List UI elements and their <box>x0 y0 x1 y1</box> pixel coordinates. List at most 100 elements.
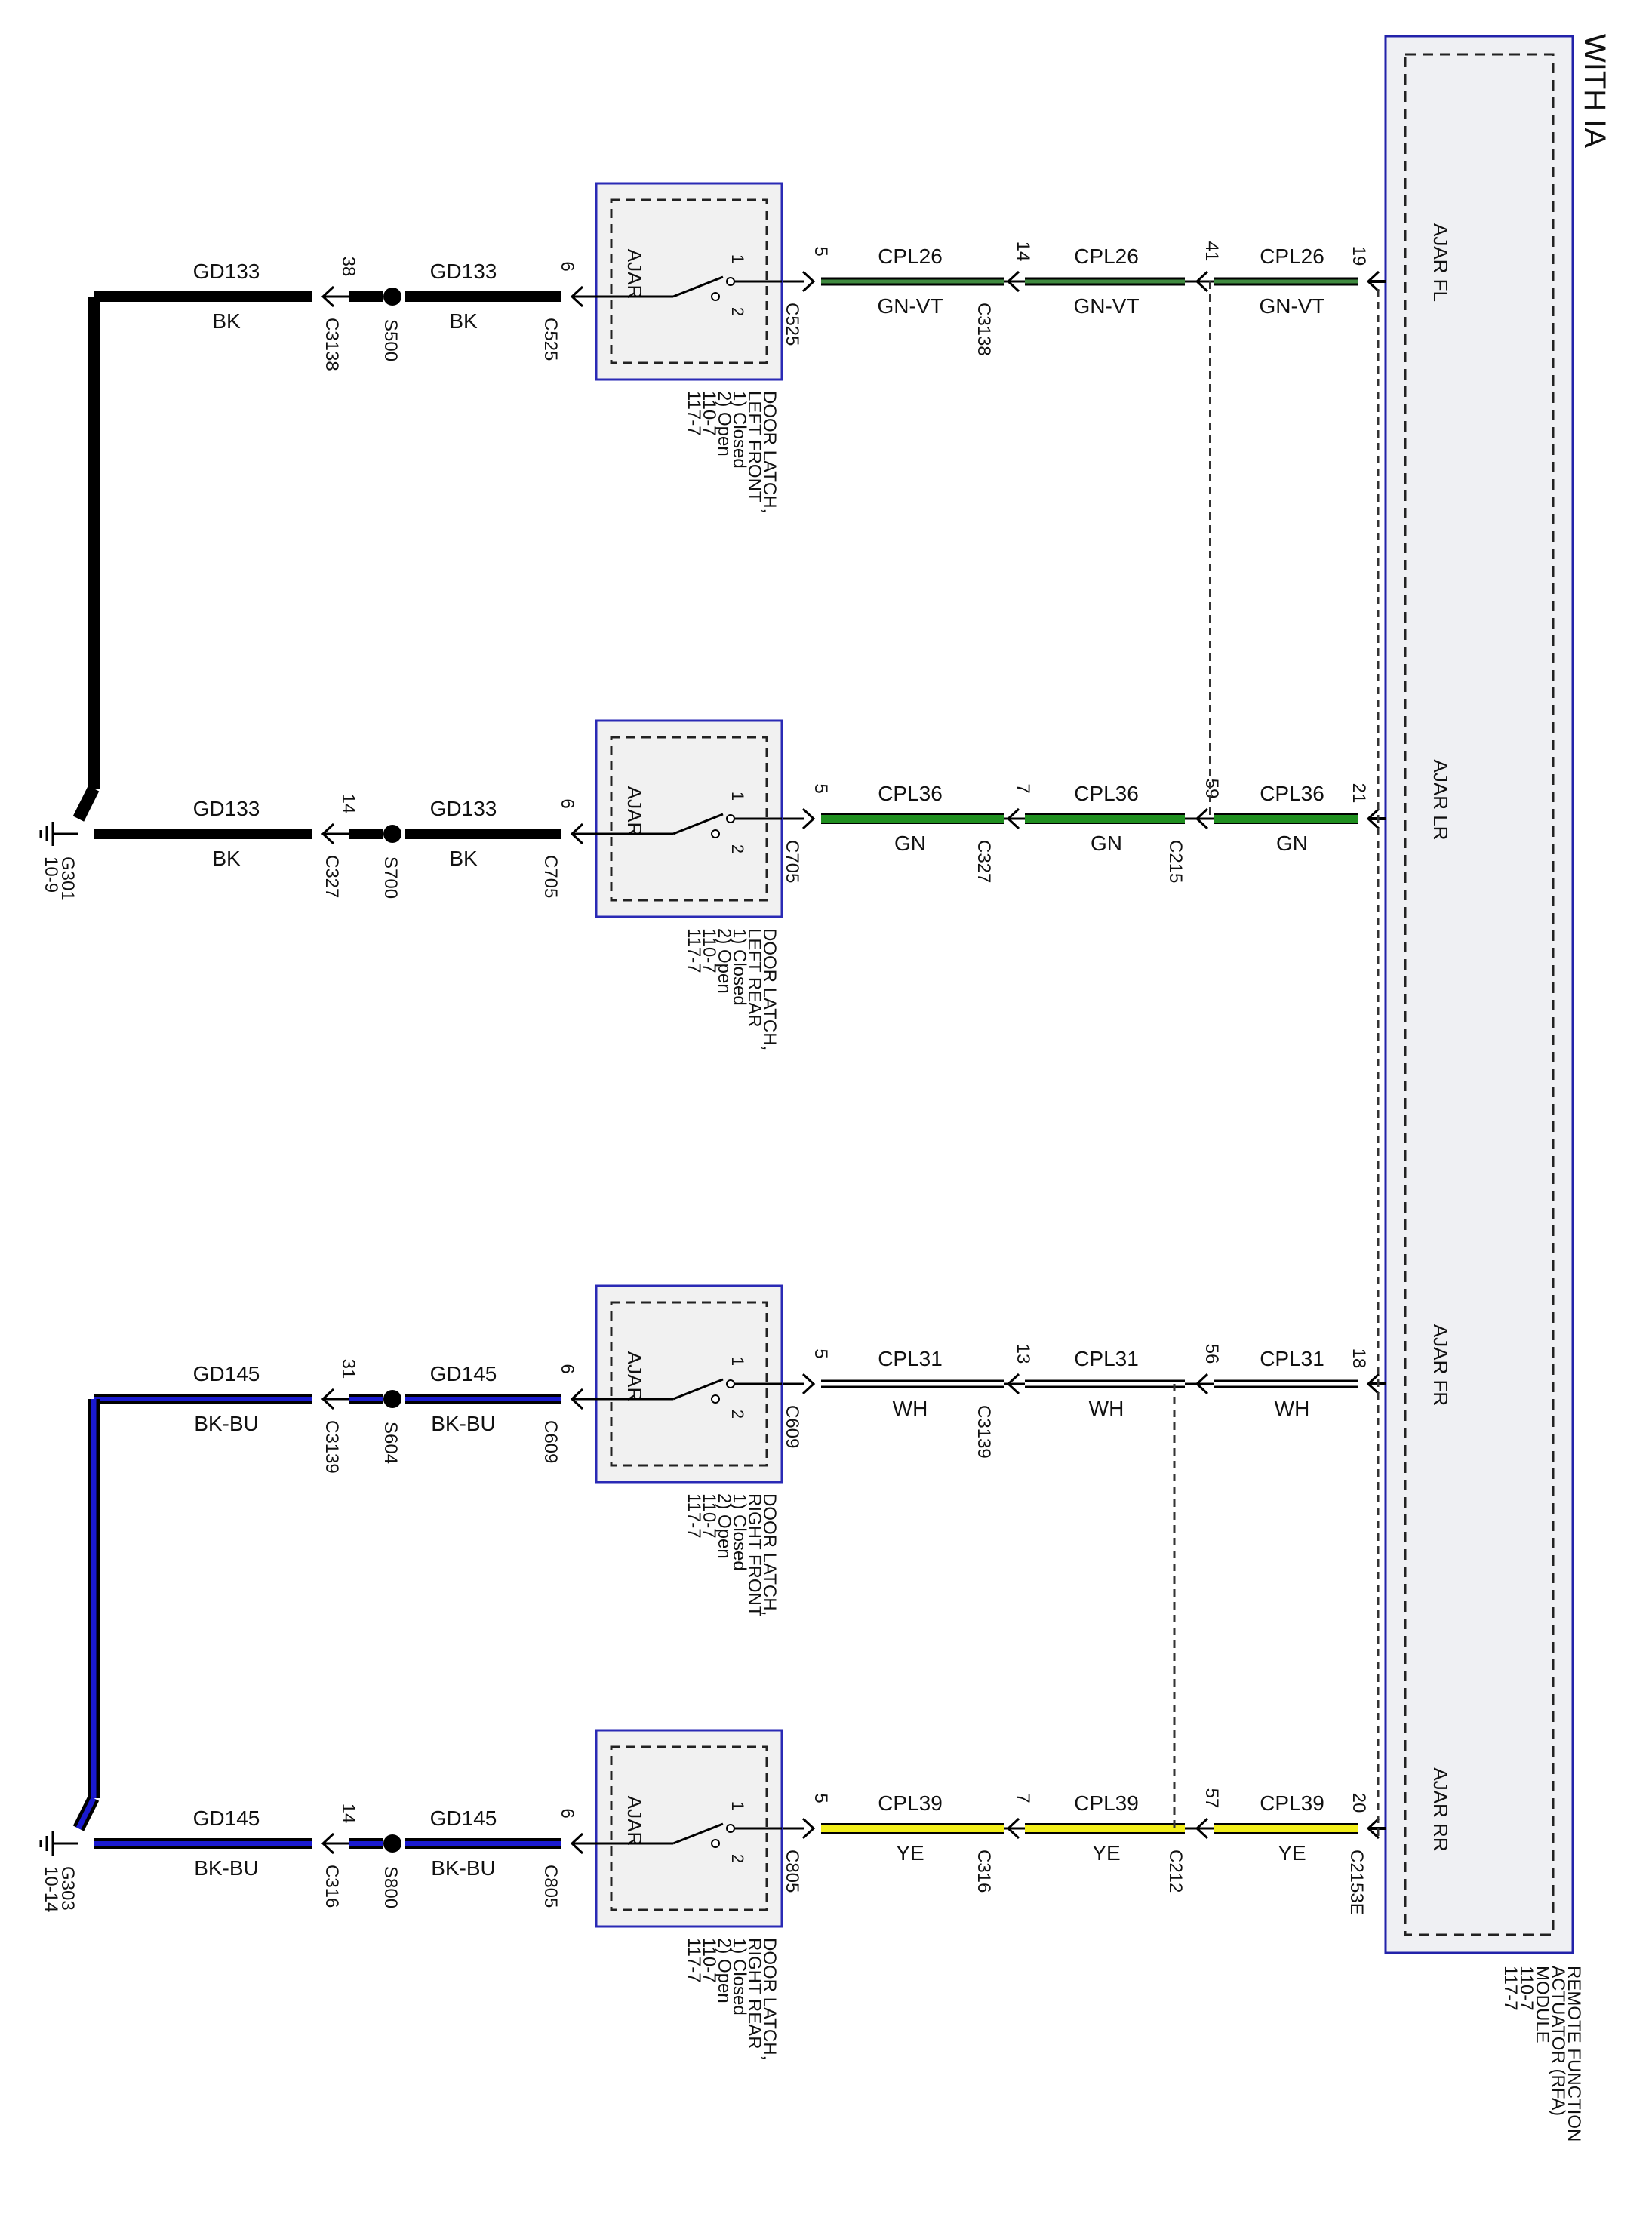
splice-rr <box>383 1834 401 1853</box>
ground-conn-name-lr: C327 <box>321 855 342 898</box>
door-latch-caption-rf: 110-7 <box>699 1493 719 1539</box>
ground-color-far-lr: BK <box>212 847 241 870</box>
wire-color-label-rr: YE <box>1092 1841 1120 1865</box>
door-latch-caption-rr: DOOR LATCH, <box>759 1938 780 2060</box>
connector-mid-pin-rf: 13 <box>1013 1344 1033 1364</box>
door-latch-caption-lf: 1) Closed <box>729 391 749 469</box>
ground-color-near-lr: BK <box>449 847 478 870</box>
switch-contact-1-lf <box>726 277 735 286</box>
latch-in-conn-rf: C609 <box>782 1405 802 1448</box>
ground-circuit-near-lr: GD133 <box>430 797 497 820</box>
ground-circuit-near-rf: GD145 <box>430 1362 497 1385</box>
switch-contact-2-rf <box>711 1394 720 1404</box>
switch-arm-rr <box>672 1822 724 1845</box>
wire-color-label-rf: WH <box>1275 1397 1310 1420</box>
ground-bus-left-bend <box>72 786 100 822</box>
latch-in-pin-lr: 5 <box>811 783 831 793</box>
latch-in-pin-lf: 5 <box>811 246 831 256</box>
door-latch-inner-outline-lf <box>610 198 768 364</box>
ground-conn-pin-lf: 38 <box>338 257 358 277</box>
module-pin-number-lf: 19 <box>1349 246 1369 266</box>
module-pin-label-rr: AJAR RR <box>1429 1767 1452 1851</box>
ground-circuit-near-rr: GD145 <box>430 1807 497 1830</box>
rfa-module-inner-outline <box>1404 53 1555 1936</box>
circuit-label-lf: CPL26 <box>1260 244 1324 268</box>
switch-pos-1-lf: 1 <box>728 254 747 263</box>
ground-circuit-far-lf: GD133 <box>193 260 260 283</box>
ground-g301-ref: 10-9 <box>41 856 61 893</box>
door-latch-caption-lf: DOOR LATCH, <box>759 391 780 513</box>
connector-near-name-lr: C215 <box>1165 840 1186 883</box>
splice-rf <box>383 1390 401 1408</box>
ground-color-near-rf: BK-BU <box>431 1412 496 1435</box>
door-latch-caption-lr: 2) Open <box>714 928 734 994</box>
module-pin-number-lr: 21 <box>1349 783 1369 804</box>
door-latch-caption-lf: LEFT FRONT <box>744 391 764 503</box>
circuit-label-lr: CPL36 <box>878 782 943 805</box>
door-latch-caption-rr: 117-7 <box>684 1938 704 1983</box>
circuit-label-rf: CPL31 <box>1260 1347 1324 1370</box>
connector-near-pin-rr: 57 <box>1201 1788 1222 1809</box>
module-pin-label-lr: AJAR LR <box>1429 760 1452 841</box>
page-title: WITH IA <box>1578 34 1611 148</box>
door-latch-ajar-label-lr: AJAR <box>623 786 646 836</box>
module-name-line: REMOTE FUNCTION <box>1564 1966 1584 2142</box>
module-pin-number-rr: 20 <box>1349 1793 1369 1813</box>
wire-color-label-rf: WH <box>1089 1397 1124 1420</box>
ground-color-far-rf: BK-BU <box>194 1412 259 1435</box>
module-name-line: MODULE <box>1532 1966 1552 2043</box>
module-pin-label-rf: AJAR FR <box>1429 1324 1452 1406</box>
switch-contact-2-rr <box>711 1839 720 1848</box>
circuit-label-lr: CPL36 <box>1260 782 1324 805</box>
latch-in-pin-rf: 5 <box>811 1348 831 1358</box>
door-latch-caption-rr: 2) Open <box>714 1938 734 2003</box>
ground-circuit-far-rr: GD145 <box>193 1807 260 1830</box>
ground-color-near-rr: BK-BU <box>431 1856 496 1880</box>
switch-contact-1-rf <box>726 1379 735 1388</box>
door-latch-inner-outline-lr <box>610 736 768 902</box>
connector-mid-pin-lr: 7 <box>1013 783 1033 793</box>
rfa-module-box <box>1384 35 1574 1954</box>
latch-out-pin-rf: 6 <box>557 1364 577 1373</box>
connector-latch-in-lf <box>801 270 816 293</box>
switch-pos-1-rf: 1 <box>728 1357 747 1366</box>
wire-color-label-lf: GN-VT <box>1259 294 1324 318</box>
door-latch-caption-rr: RIGHT REAR <box>744 1938 764 2049</box>
circuit-label-rr: CPL39 <box>878 1791 943 1815</box>
module-name-line: 110-7 <box>1516 1966 1537 2011</box>
module-name-line: 117-7 <box>1500 1966 1521 2011</box>
wire-color-label-lf: GN-VT <box>877 294 943 318</box>
door-latch-caption-lr: 117-7 <box>684 928 704 973</box>
switch-pos-1-lr: 1 <box>728 792 747 801</box>
switch-pos-2-rr: 2 <box>728 1854 747 1863</box>
latch-in-conn-lf: C525 <box>782 303 802 346</box>
connector-mid-name-lr: C327 <box>974 840 994 883</box>
wire-color-label-rr: YE <box>896 1841 924 1865</box>
door-latch-caption-rf: 2) Open <box>714 1493 734 1559</box>
latch-out-conn-rr: C805 <box>540 1865 561 1908</box>
module-name-line: ACTUATOR (RFA) <box>1548 1966 1568 2116</box>
circuit-label-rr: CPL39 <box>1260 1791 1324 1815</box>
ground-color-far-rr: BK-BU <box>194 1856 259 1880</box>
door-latch-caption-lf: 117-7 <box>684 391 704 436</box>
circuit-label-rf: CPL31 <box>878 1347 943 1370</box>
wire-color-label-rr: YE <box>1278 1841 1306 1865</box>
circuit-label-lf: CPL26 <box>878 244 943 268</box>
latch-in-conn-rr: C805 <box>782 1850 802 1893</box>
door-latch-caption-lr: LEFT REAR <box>744 928 764 1028</box>
latch-out-conn-lf: C525 <box>540 318 561 361</box>
ground-conn-pin-rf: 31 <box>338 1359 358 1379</box>
module-connector-name: C2153E <box>1346 1850 1367 1915</box>
ground-color-far-lf: BK <box>212 309 241 333</box>
connector-mid-name-rr: C316 <box>974 1850 994 1893</box>
connector-latch-in-lr <box>801 807 816 830</box>
switch-pos-2-rf: 2 <box>728 1410 747 1419</box>
ground-conn-pin-rr: 14 <box>338 1803 358 1824</box>
wire-color-label-lr: GN <box>1091 832 1122 855</box>
splice-label-rr: S800 <box>380 1866 401 1908</box>
connector-mid-name-rf: C3139 <box>974 1405 994 1459</box>
circuit-label-lr: CPL36 <box>1074 782 1139 805</box>
switch-pos-2-lf: 2 <box>728 307 747 316</box>
door-latch-caption-rf: 117-7 <box>684 1493 704 1539</box>
